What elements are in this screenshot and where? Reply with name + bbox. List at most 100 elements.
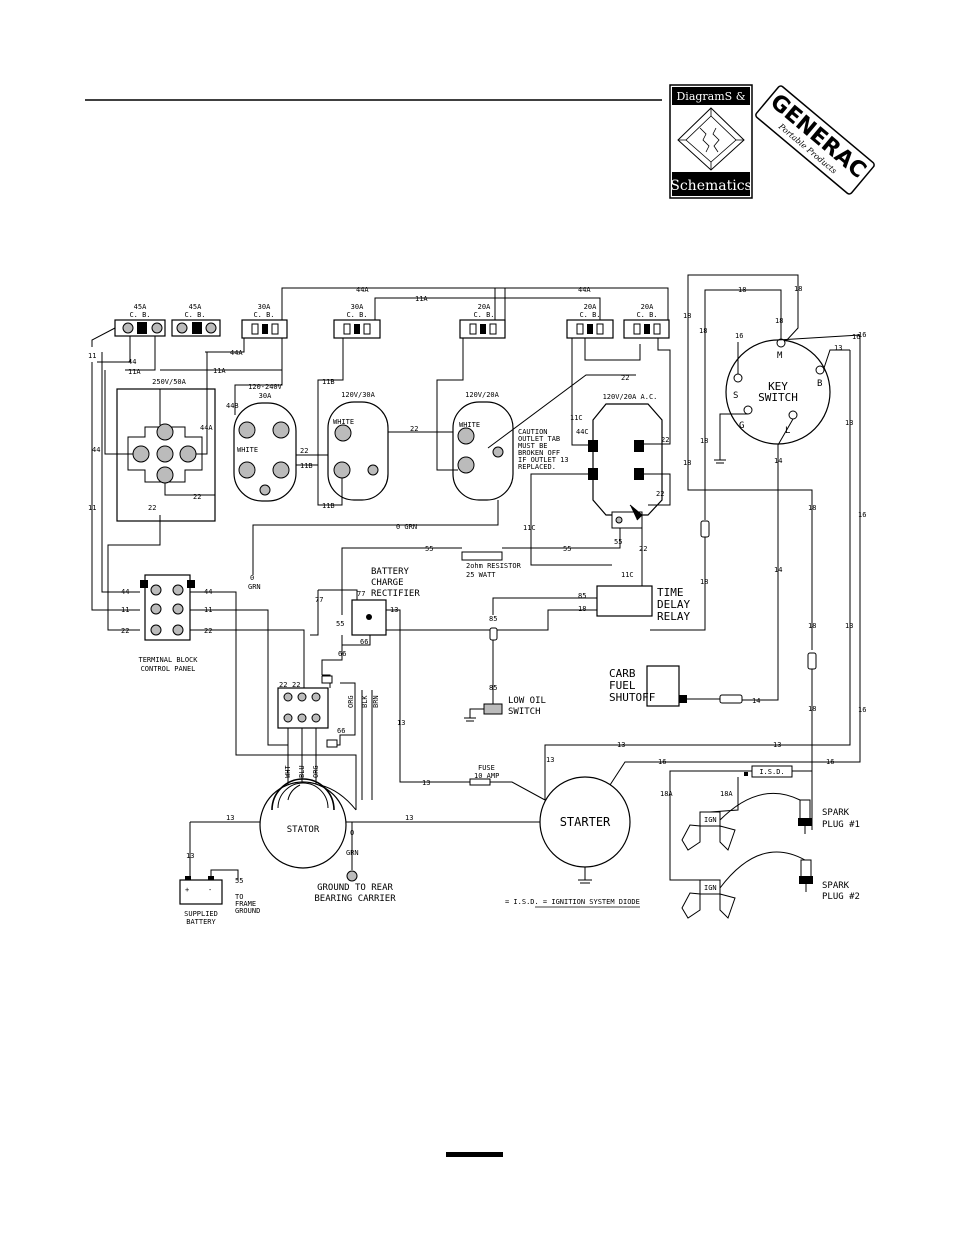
svg-text:11: 11: [88, 504, 96, 512]
svg-text:SWITCH: SWITCH: [508, 707, 541, 717]
svg-text:SWITCH: SWITCH: [758, 391, 798, 404]
battery: + - 55 TO FRAME GROUND SUPPLIED BATTERY: [179, 869, 260, 926]
starter: STARTER 13 13 13 13 13 13 16 16 16 16 16: [539, 331, 866, 884]
svg-text:11A: 11A: [213, 367, 226, 375]
svg-text:16: 16: [858, 706, 866, 714]
svg-text:BATTERY: BATTERY: [186, 918, 216, 926]
svg-text:11: 11: [88, 352, 96, 360]
svg-text:55: 55: [336, 620, 344, 628]
svg-text:0: 0: [250, 574, 254, 582]
svg-text:ORG: ORG: [312, 765, 320, 778]
svg-text:45A: 45A: [134, 303, 147, 311]
stator: STATOR 13 13 13 0 GRN GROUND TO REAR BEA…: [186, 778, 540, 904]
svg-text:66: 66: [360, 638, 368, 646]
svg-text:120V/20A A.C.: 120V/20A A.C.: [603, 393, 658, 401]
svg-text:13: 13: [845, 622, 853, 630]
svg-text:14: 14: [774, 457, 782, 465]
breaker-30a-1: 30A C. B.: [241, 303, 288, 339]
svg-text:20A: 20A: [478, 303, 491, 311]
outlet-250v-50a: 250V/50A 44A 22 22: [104, 352, 216, 522]
svg-text:FRAME: FRAME: [235, 900, 256, 908]
svg-text:WHITE: WHITE: [333, 418, 354, 426]
svg-text:55: 55: [425, 545, 433, 553]
svg-text:KEY: KEY: [768, 380, 788, 393]
svg-text:30A: 30A: [259, 392, 272, 400]
svg-text:13: 13: [617, 741, 625, 749]
stator-connector: 22 22 66 WHT BLU ORG ORG BLK BRN 0 GRN: [248, 574, 380, 800]
svg-text:22: 22: [410, 425, 418, 433]
svg-text:44: 44: [92, 446, 100, 454]
svg-text:22: 22: [621, 374, 629, 382]
svg-text:44A: 44A: [356, 286, 369, 294]
svg-text:120V/30A: 120V/30A: [341, 391, 376, 399]
svg-text:22: 22: [121, 627, 129, 635]
svg-text:22: 22: [661, 436, 669, 444]
svg-text:55: 55: [614, 538, 622, 546]
svg-text:PLUG #2: PLUG #2: [822, 892, 860, 902]
svg-text:18: 18: [578, 605, 586, 613]
battery-charge-rectifier: BATTERY CHARGE RECTIFIER 77 55 13 13 77 …: [310, 567, 470, 783]
svg-text:16: 16: [858, 331, 866, 339]
svg-text:55: 55: [563, 545, 571, 553]
svg-text:14: 14: [752, 697, 760, 705]
carb-fuel-shutoff: CARB FUEL SHUTOFF: [609, 665, 743, 707]
spark-plug-1: [798, 799, 812, 834]
svg-text:11: 11: [204, 606, 212, 614]
isd-note: = I.S.D. = IGNITION SYSTEM DIODE: [505, 898, 640, 908]
svg-text:250V/50A: 250V/50A: [152, 378, 187, 386]
svg-text:L: L: [785, 426, 790, 436]
svg-text:WHT: WHT: [284, 765, 292, 778]
svg-text:13: 13: [546, 756, 554, 764]
svg-text:30A: 30A: [258, 303, 271, 311]
svg-text:10 AMP: 10 AMP: [474, 772, 499, 780]
ignition-section: I.S.D. 18A 18A IGN IGN SPARK: [660, 765, 860, 919]
svg-text:RELAY: RELAY: [657, 610, 690, 623]
svg-text:11B: 11B: [322, 502, 335, 510]
svg-text:13: 13: [422, 779, 430, 787]
breaker-20a-3: 20A C. B.: [623, 303, 670, 339]
svg-text:18: 18: [808, 504, 816, 512]
svg-text:11: 11: [121, 606, 129, 614]
svg-text:120V/20A: 120V/20A: [465, 391, 500, 399]
svg-text:13: 13: [845, 419, 853, 427]
svg-text:REPLACED.: REPLACED.: [518, 463, 556, 471]
resistor: 55 55 55 2ohm RESISTOR 25 WATT: [341, 528, 622, 615]
svg-text:M: M: [777, 351, 783, 361]
svg-text:SPARK: SPARK: [822, 808, 850, 818]
ignition-coil-2: IGN: [681, 879, 736, 919]
svg-text:18: 18: [808, 622, 816, 630]
svg-text:44C: 44C: [576, 428, 589, 436]
svg-text:45A: 45A: [189, 303, 202, 311]
outlet-120v-20a-ac: 22 120V/20A A.C. 11C 22 22 11C 44C CAUTI…: [518, 338, 671, 566]
svg-text:C. B.: C. B.: [473, 311, 494, 319]
svg-text:PLUG #1: PLUG #1: [822, 820, 860, 830]
svg-text:22: 22: [279, 681, 287, 689]
svg-text:MUST BE: MUST BE: [518, 442, 548, 450]
svg-text:IGN: IGN: [704, 884, 717, 892]
outlet-120v-20a: 120V/20A WHITE 0 GRN: [252, 338, 636, 575]
svg-text:44: 44: [128, 358, 136, 366]
svg-text:STARTER: STARTER: [560, 815, 611, 829]
low-oil-switch: 85 85 LOW OIL SWITCH: [464, 615, 546, 722]
svg-text:22: 22: [300, 447, 308, 455]
svg-text:18: 18: [699, 327, 707, 335]
svg-text:18: 18: [683, 312, 691, 320]
svg-text:18: 18: [700, 578, 708, 586]
svg-text:44: 44: [204, 588, 212, 596]
svg-text:22: 22: [656, 490, 664, 498]
svg-text:20A: 20A: [641, 303, 654, 311]
breaker-20a-2: 20A C. B.: [566, 303, 614, 339]
svg-text:22: 22: [204, 627, 212, 635]
spark-plug-2: [799, 859, 813, 892]
fuse: FUSE 10 AMP 13: [422, 764, 546, 801]
svg-text:-: -: [208, 886, 212, 894]
svg-text:GROUND: GROUND: [235, 907, 260, 915]
page-number-bar: [446, 1152, 503, 1157]
svg-text:B: B: [817, 379, 822, 389]
svg-text:18: 18: [794, 285, 802, 293]
svg-text:GROUND TO REAR: GROUND TO REAR: [317, 883, 393, 893]
svg-text:CHARGE: CHARGE: [371, 578, 404, 588]
svg-text:13: 13: [226, 814, 234, 822]
outlet-120-240v-30a: 120-240V 30A WHITE 44B 22 11B: [226, 370, 331, 502]
svg-text:STATOR: STATOR: [287, 825, 320, 835]
